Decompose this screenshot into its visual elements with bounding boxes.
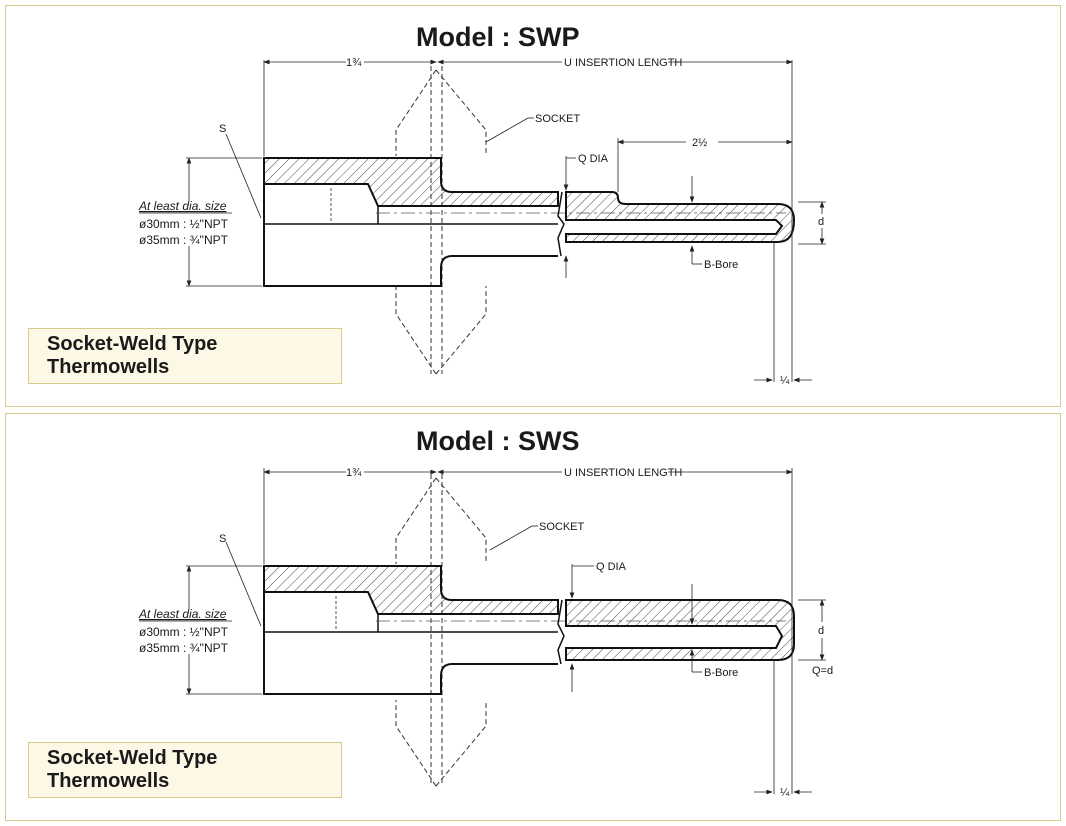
s-label: S [219, 533, 226, 545]
q-equals-d-label: Q=d [812, 665, 833, 677]
b-bore-label: B-Bore [704, 667, 738, 679]
socket-label: SOCKET [539, 521, 585, 533]
dimension-lines [186, 59, 826, 383]
dim-insertion-label: U INSERTION LENGTH [564, 57, 682, 69]
dim-insertion-label: U INSERTION LENGTH [564, 467, 682, 479]
b-bore-label: B-Bore [704, 259, 738, 271]
d-label: d [818, 625, 824, 637]
socket-label: SOCKET [535, 113, 581, 125]
note-line-2: ø35mm : ¾"NPT [139, 233, 229, 247]
diagram-panel-sws: Model : SWS [5, 413, 1061, 821]
socket-outline [395, 474, 487, 787]
model-title: Model : SWP [416, 22, 580, 52]
dimension-lines [186, 468, 826, 795]
caption-box: Socket-Weld Type Thermowells [28, 328, 342, 384]
caption-box: Socket-Weld Type Thermowells [28, 742, 342, 798]
note-line-1: ø30mm : ½"NPT [139, 625, 229, 639]
note-line-2: ø35mm : ¾"NPT [139, 641, 229, 655]
dim-taper-label: 2½ [692, 137, 707, 149]
s-label: S [219, 123, 226, 135]
d-label: d [818, 216, 824, 228]
note-title: At least dia. size [138, 607, 227, 621]
socket-outline [395, 66, 487, 375]
swp-drawing: Model : SWP [138, 22, 826, 387]
thermowell-body [263, 565, 795, 695]
note-line-1: ø30mm : ½"NPT [139, 217, 229, 231]
dim-shank-label: 1¾ [346, 467, 362, 479]
thermowell-body [263, 157, 796, 287]
model-title: Model : SWS [416, 426, 580, 456]
diagram-panel-swp: Model : SWP [5, 5, 1061, 407]
note-title: At least dia. size [138, 199, 227, 213]
dim-tip-label: ¼ [780, 375, 790, 387]
sws-drawing: Model : SWS [138, 426, 833, 799]
dim-shank-label: 1¾ [346, 57, 362, 69]
q-dia-label: Q DIA [596, 561, 627, 573]
dim-tip-label: ¼ [780, 787, 790, 799]
q-dia-label: Q DIA [578, 153, 609, 165]
